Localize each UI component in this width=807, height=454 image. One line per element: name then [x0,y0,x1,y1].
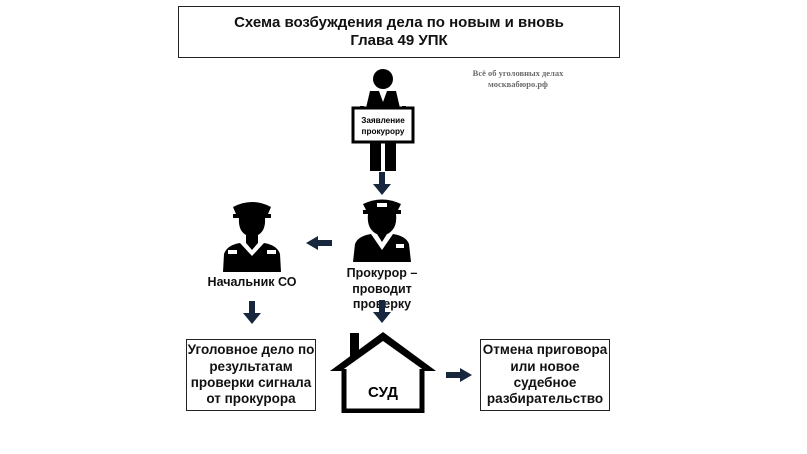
prosecutor-icon [353,199,411,262]
arrow-down-1 [373,172,391,195]
sign-text-line-1: Заявление [361,116,405,125]
chief-officer-icon [223,202,281,272]
verdict-cancel-line-1: Отмена приговора [482,342,608,358]
title-box: Схема возбуждения дела по новым и вновь … [178,6,620,58]
sign-text-line-2: прокурору [362,127,405,136]
prosecutor-caption-line-1: Прокурор – проводит [346,266,418,296]
court-label: СУД [368,384,398,401]
verdict-cancel-line-2: или новое [510,358,580,374]
verdict-cancel-line-4: разбирательство [486,391,604,407]
watermark: Всё об уголовных делах москвабюро.рф [452,68,584,91]
title-line-2: Глава 49 УПК [350,32,448,49]
watermark-line-2: москвабюро.рф [488,79,548,90]
person-with-sign-icon: Заявление прокурору [351,69,415,171]
arrow-left [306,236,332,250]
court-house-icon: СУД [330,332,436,413]
verdict-cancel-line-3: судебное [513,375,577,390]
watermark-line-1: Всё об уголовных делах [472,68,564,78]
arrow-down-2 [243,301,261,324]
verdict-cancel-box: Отмена приговора или новое судебное разб… [480,339,610,411]
criminal-case-box: Уголовное дело по результатам проверки с… [186,339,316,411]
chief-caption: Начальник СО [207,275,297,289]
arrow-down-3 [373,300,391,323]
criminal-case-line-3: проверки сигнала [190,375,312,390]
criminal-case-line-1: Уголовное дело по [187,342,315,358]
criminal-case-line-2: результатам [209,358,293,374]
criminal-case-line-4: от прокурора [206,391,296,407]
title-line-1: Схема возбуждения дела по новым и вновь [234,13,564,31]
arrow-right [446,368,472,382]
